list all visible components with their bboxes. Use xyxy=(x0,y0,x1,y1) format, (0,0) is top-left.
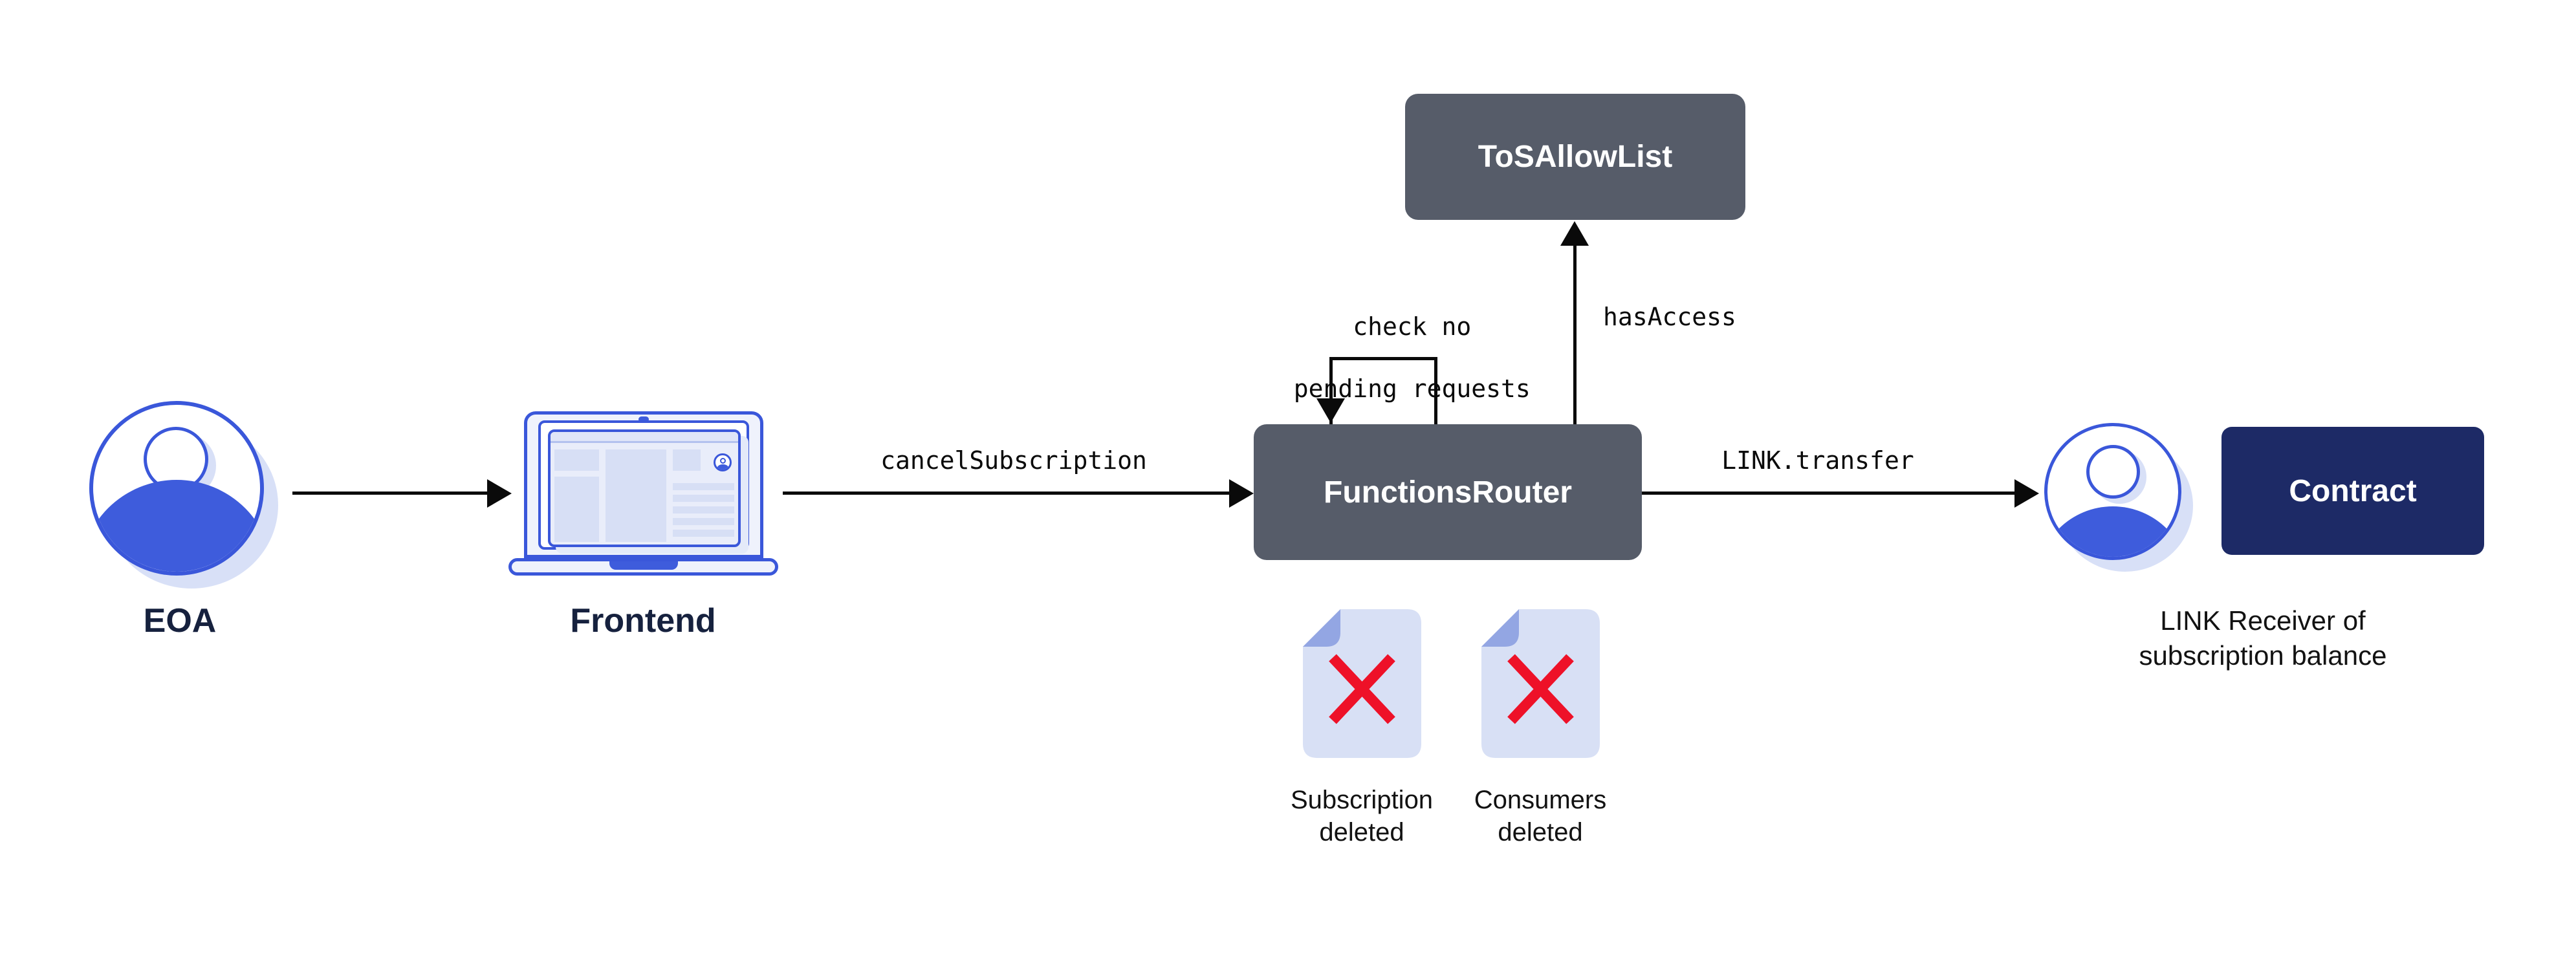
browser-left-block xyxy=(554,449,599,471)
arrow-has-access-head-icon xyxy=(1560,221,1589,246)
browser-user-avatar-icon xyxy=(714,453,732,471)
node-tos-allow-list: ToSAllowList xyxy=(1405,94,1745,220)
functions-router-title: FunctionsRouter xyxy=(1324,475,1572,510)
subscription-deleted-line1: Subscription xyxy=(1290,786,1434,814)
self-loop-head-icon xyxy=(1316,398,1345,423)
browser-right-block xyxy=(673,449,701,471)
browser-left-panel xyxy=(554,477,599,542)
laptop-base xyxy=(508,558,778,576)
self-loop-line xyxy=(1329,357,1437,424)
tos-allow-list-title: ToSAllowList xyxy=(1478,140,1673,174)
laptop-lid xyxy=(524,411,763,558)
has-access-edge-label: hasAccess xyxy=(1603,303,1736,331)
receiver-icon-shoulders xyxy=(2047,506,2178,557)
receiver-caption-line1: LINK Receiver of xyxy=(2160,605,2366,636)
frontend-laptop-icon xyxy=(508,407,778,576)
frontend-label: Frontend xyxy=(570,602,716,640)
arrow-router-receiver-line xyxy=(1642,491,2016,495)
check-pending-line2: pending requests xyxy=(1293,374,1531,403)
subscription-deleted-document-icon xyxy=(1303,609,1421,758)
subscription-deleted-label: Subscription deleted xyxy=(1265,784,1459,848)
consumers-deleted-line2: deleted xyxy=(1498,818,1583,847)
subscription-deleted-line2: deleted xyxy=(1319,818,1404,847)
arrow-has-access-line xyxy=(1573,243,1577,426)
eoa-icon-circle xyxy=(89,401,264,576)
laptop-screen xyxy=(538,420,749,550)
consumers-deleted-document-icon xyxy=(1481,609,1600,758)
browser-avatar-head xyxy=(720,458,726,464)
browser-main-panel xyxy=(606,449,666,542)
contract-title: Contract xyxy=(2289,473,2417,508)
arrow-frontend-router-head-icon xyxy=(1229,479,1254,508)
browser-text-line xyxy=(673,530,734,537)
laptop-browser-window xyxy=(548,429,741,547)
cancel-subscription-edge-label: cancelSubscription xyxy=(880,446,1147,475)
laptop-notch xyxy=(609,561,678,570)
eoa-icon-shoulders xyxy=(93,480,260,572)
browser-header-bar xyxy=(551,432,738,443)
browser-text-line xyxy=(673,518,734,525)
document-x-icon xyxy=(1303,609,1421,758)
link-transfer-edge-label: LINK.transfer xyxy=(1721,446,1914,475)
link-receiver-person-icon xyxy=(2044,423,2193,572)
arrow-frontend-router-line xyxy=(783,491,1230,495)
receiver-caption-line2: subscription balance xyxy=(2139,640,2387,671)
node-contract: Contract xyxy=(2221,427,2484,555)
browser-avatar-body xyxy=(717,464,729,470)
arrow-eoa-frontend-head-icon xyxy=(487,479,512,508)
arrow-router-receiver-head-icon xyxy=(2014,479,2039,508)
arrow-eoa-frontend-line xyxy=(292,491,488,495)
consumers-deleted-label: Consumers deleted xyxy=(1443,784,1637,848)
check-pending-line1: check no xyxy=(1353,312,1472,341)
laptop-webcam-icon xyxy=(639,416,649,422)
eoa-person-icon xyxy=(89,401,278,589)
receiver-icon-head xyxy=(2086,445,2140,499)
document-x-icon xyxy=(1481,609,1600,758)
receiver-icon-circle xyxy=(2044,423,2181,560)
node-functions-router: FunctionsRouter xyxy=(1254,424,1642,560)
eoa-label: EOA xyxy=(143,602,217,640)
browser-text-line xyxy=(673,483,734,490)
browser-text-line xyxy=(673,506,734,513)
consumers-deleted-line1: Consumers xyxy=(1474,786,1607,814)
check-pending-edge-label: check no pending requests xyxy=(1221,280,1544,435)
link-receiver-caption: LINK Receiver of subscription balance xyxy=(2069,603,2457,673)
browser-text-line xyxy=(673,495,734,502)
